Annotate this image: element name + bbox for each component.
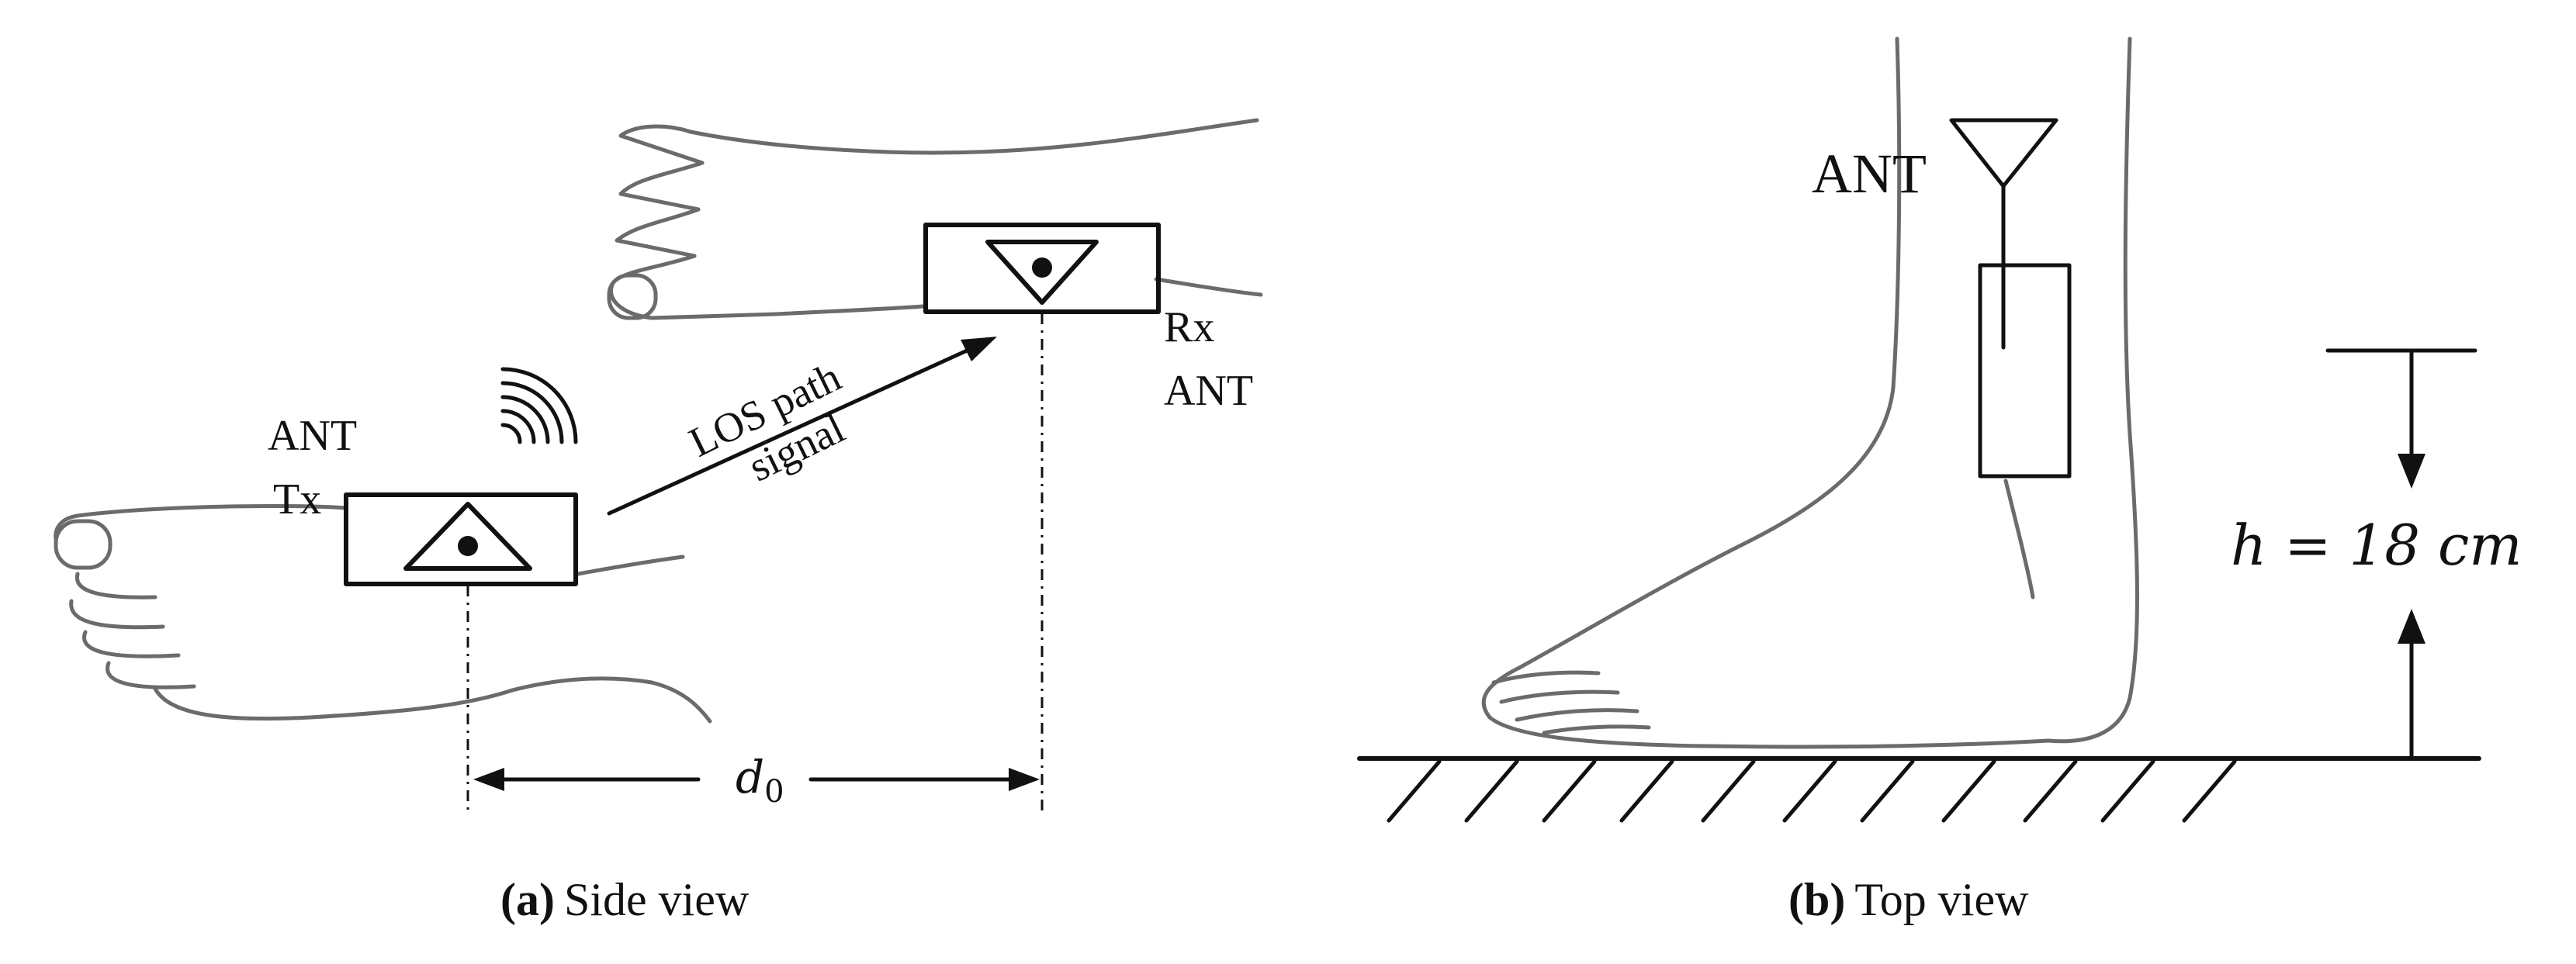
- rx-foot-illustration: [607, 118, 1263, 320]
- caption-b-text: Top view: [1854, 874, 2029, 925]
- leg-foot-illustration: [1481, 36, 2139, 749]
- caption-b: (b)Top view: [1788, 874, 2029, 925]
- antenna-top-view: [1949, 118, 2072, 479]
- rx-antenna-box: [923, 223, 1161, 314]
- tx-antenna-box: [344, 492, 578, 586]
- panel-a-side-view: ANT Tx Rx ANT LOS path signal d0 (a)Side…: [54, 118, 1263, 925]
- ground-surface: [1357, 756, 2481, 823]
- height-dimension: [2325, 348, 2477, 758]
- caption-a: (a)Side view: [500, 874, 750, 925]
- caption-b-letter: (b): [1788, 874, 1845, 925]
- distance-label: d0: [736, 751, 784, 810]
- rx-feed-dot: [1032, 257, 1052, 278]
- caption-a-letter: (a): [500, 874, 555, 925]
- distance-subscript: 0: [764, 774, 784, 810]
- height-label: h = 18 cm: [2231, 513, 2522, 578]
- tx-feed-dot: [458, 536, 478, 556]
- los-signal-arrow: [607, 337, 997, 516]
- distance-symbol: d: [736, 751, 764, 803]
- tx-foot-illustration: [54, 503, 712, 724]
- panel-b-top-view: ANT h = 18 cm (b)Top view: [1357, 36, 2522, 925]
- tx-label-tx: Tx: [273, 475, 321, 523]
- tx-label-ant: ANT: [268, 412, 357, 460]
- distance-d0-dimension: [473, 768, 1040, 791]
- rx-label-ant: ANT: [1164, 367, 1253, 415]
- rx-label-rx: Rx: [1164, 303, 1214, 351]
- ant-label: ANT: [1812, 143, 1927, 205]
- caption-a-text: Side view: [564, 874, 750, 925]
- wireless-signal-icon: [500, 367, 578, 444]
